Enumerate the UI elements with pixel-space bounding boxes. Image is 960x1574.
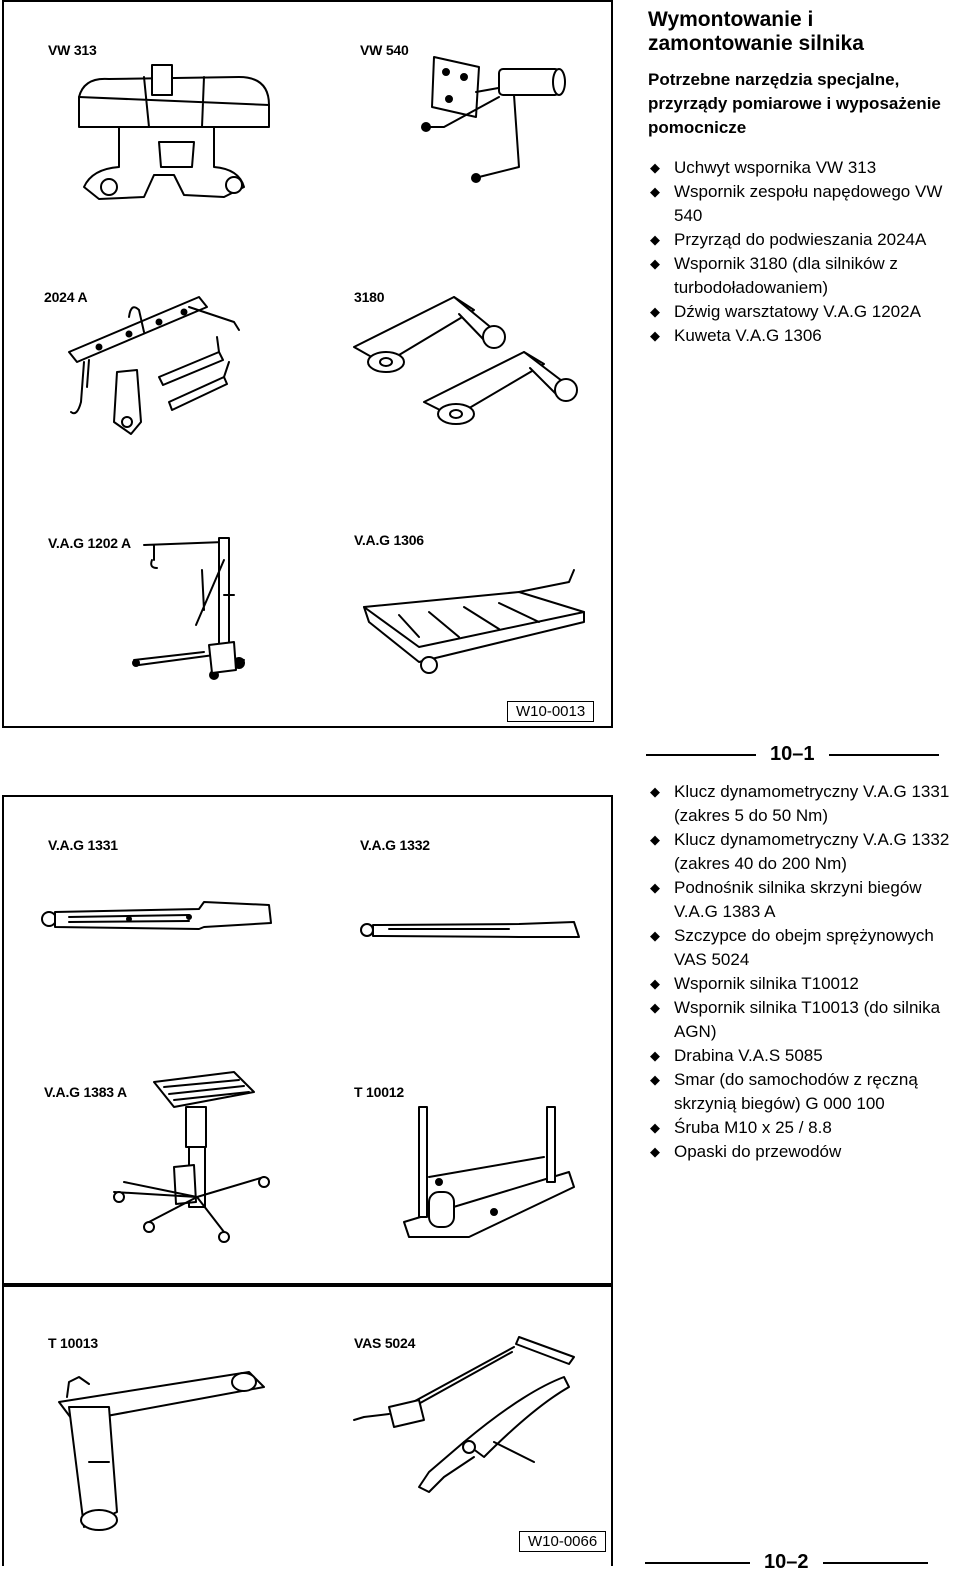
rule-right [822, 1561, 928, 1564]
bullet-icon: ◆ [650, 1048, 660, 1063]
label-vag1383a: V.A.G 1383 A [44, 1084, 127, 1100]
bullet-icon: ◆ [650, 232, 660, 247]
list-item-text: Kuweta V.A.G 1306 [674, 326, 822, 345]
label-vag1306: V.A.G 1306 [354, 532, 424, 548]
vag1202a-crane-drawing [132, 537, 245, 680]
page-number-first: 10–1 [646, 743, 939, 766]
label-t10012: T 10012 [354, 1084, 404, 1100]
list-item: ◆ Śruba M10 x 25 / 8.8 [648, 1116, 953, 1140]
list-item-text: Smar (do samochodów z ręczną skrzynią bi… [674, 1070, 918, 1113]
list-item-text: Klucz dynamometryczny V.A.G 1332 (zakres… [674, 830, 950, 873]
bullet-icon: ◆ [650, 328, 660, 343]
list-item-text: Podnośnik silnika skrzyni biegów V.A.G 1… [674, 878, 922, 921]
page-number-second: 10–2 [645, 1551, 928, 1574]
list-item: ◆ Klucz dynamometryczny V.A.G 1331 (zakre… [648, 780, 953, 828]
vag1383a-transmission-jack-drawing [113, 1071, 270, 1243]
list-item: ◆ Uchwyt wspornika VW 313 [648, 156, 953, 180]
list-item: ◆ Podnośnik silnika skrzyni biegów V.A.G … [648, 876, 953, 924]
bullet-icon: ◆ [650, 256, 660, 271]
figure-panel-middle: V.A.G 1331 V.A.G 1332 V.A.G 1383 A T 100… [2, 795, 613, 1285]
vag1331-torque-wrench-drawing [41, 901, 272, 930]
vag1332-torque-wrench-drawing [360, 921, 580, 938]
label-vag1331: V.A.G 1331 [48, 837, 118, 853]
list-item: ◆ Opaski do przewodów [648, 1140, 953, 1164]
section-title: Wymontowanie i zamontowanie silnika [648, 8, 864, 55]
label-vw313: VW 313 [48, 42, 97, 58]
list-item-text: Szczypce do obejm sprężynowych VAS 5024 [674, 926, 934, 969]
bullet-icon: ◆ [650, 1120, 660, 1135]
list-item: ◆ Klucz dynamometryczny V.A.G 1332 (zakre… [648, 828, 953, 876]
list-item: ◆ Wspornik silnika T10013 (do silnika AGN… [648, 996, 953, 1044]
list-item-text: Uchwyt wspornika VW 313 [674, 158, 877, 177]
page-number-text: 10–1 [770, 743, 815, 765]
list-item-text: Klucz dynamometryczny V.A.G 1331 (zakres… [674, 782, 950, 825]
list-item-text: Opaski do przewodów [674, 1142, 842, 1161]
tool-list-top: ◆ Uchwyt wspornika VW 313 ◆ Wspornik zespo… [648, 156, 953, 348]
label-3180: 3180 [354, 289, 385, 305]
2024a-lifting-device-drawing [68, 296, 240, 435]
list-item-text: Wspornik silnika T10013 (do silnika AGN) [674, 998, 941, 1041]
label-t10013: T 10013 [48, 1335, 98, 1351]
list-item-text: Wspornik zespołu napędowego VW 540 [674, 182, 943, 225]
rule-left [646, 753, 756, 756]
bullet-icon: ◆ [650, 928, 660, 943]
section-subtitle: Potrzebne narzędzia specjalne, przyrządy… [648, 70, 941, 137]
bullet-icon: ◆ [650, 160, 660, 175]
list-item: ◆ Wspornik silnika T10012 [648, 972, 953, 996]
vas5024-hose-clamp-pliers-drawing [353, 1336, 575, 1493]
bullet-icon: ◆ [650, 304, 660, 319]
tool-list-bottom: ◆ Klucz dynamometryczny V.A.G 1331 (zakre… [648, 780, 953, 1164]
vw540-support-drawing [421, 56, 566, 183]
label-vag1202a: V.A.G 1202 A [48, 535, 131, 551]
list-item: ◆ Dźwig warsztatowy V.A.G 1202A [648, 300, 953, 324]
label-vw540: VW 540 [360, 42, 409, 58]
label-vas5024: VAS 5024 [354, 1335, 416, 1351]
list-item: ◆ Smar (do samochodów z ręczną skrzynią b… [648, 1068, 953, 1116]
bullet-icon: ◆ [650, 880, 660, 895]
t10013-engine-support-drawing [58, 1371, 265, 1531]
vag1306-drip-tray-drawing [363, 569, 585, 674]
list-item-text: Śruba M10 x 25 / 8.8 [674, 1118, 832, 1137]
bullet-icon: ◆ [650, 832, 660, 847]
figure-code-top: W10-0013 [507, 701, 595, 722]
3180-support-drawing [353, 296, 578, 425]
instruction-text-bottom: ◆ Klucz dynamometryczny V.A.G 1331 (zakre… [648, 780, 953, 1164]
figure-panel-bottom: T 10013 VAS 5024 W10-0066 [2, 1285, 613, 1566]
bullet-icon: ◆ [650, 1072, 660, 1087]
list-item-text: Drabina V.A.S 5085 [674, 1046, 823, 1065]
figure-code-bottom: W10-0066 [519, 1531, 607, 1552]
rule-right [828, 753, 939, 756]
list-item: ◆ Wspornik 3180 (dla silników z turbodoła… [648, 252, 953, 300]
list-item-text: Wspornik 3180 (dla silników z turbodoład… [674, 254, 898, 297]
figure-panel-top: VW 313 VW 540 2024 A 3180 V.A.G 1202 A V… [2, 0, 613, 728]
bullet-icon: ◆ [650, 976, 660, 991]
list-item: ◆ Drabina V.A.S 5085 [648, 1044, 953, 1068]
page-number-text: 10–2 [764, 1551, 809, 1573]
t10012-engine-support-drawing [403, 1106, 575, 1238]
instruction-text-top: Wymontowanie i zamontowanie silnika Potr… [648, 8, 953, 348]
rule-left [645, 1561, 750, 1564]
list-item: ◆ Kuweta V.A.G 1306 [648, 324, 953, 348]
vw313-holder-drawing [78, 64, 270, 200]
label-vag1332: V.A.G 1332 [360, 837, 430, 853]
list-item: ◆ Przyrząd do podwieszania 2024A [648, 228, 953, 252]
label-2024a: 2024 A [44, 289, 88, 305]
list-item-text: Dźwig warsztatowy V.A.G 1202A [674, 302, 921, 321]
bullet-icon: ◆ [650, 784, 660, 799]
bullet-icon: ◆ [650, 1144, 660, 1159]
list-item: ◆ Szczypce do obejm sprężynowych VAS 5024 [648, 924, 953, 972]
list-item: ◆ Wspornik zespołu napędowego VW 540 [648, 180, 953, 228]
list-item-text: Wspornik silnika T10012 [674, 974, 859, 993]
list-item-text: Przyrząd do podwieszania 2024A [674, 230, 927, 249]
bullet-icon: ◆ [650, 1000, 660, 1015]
bullet-icon: ◆ [650, 184, 660, 199]
